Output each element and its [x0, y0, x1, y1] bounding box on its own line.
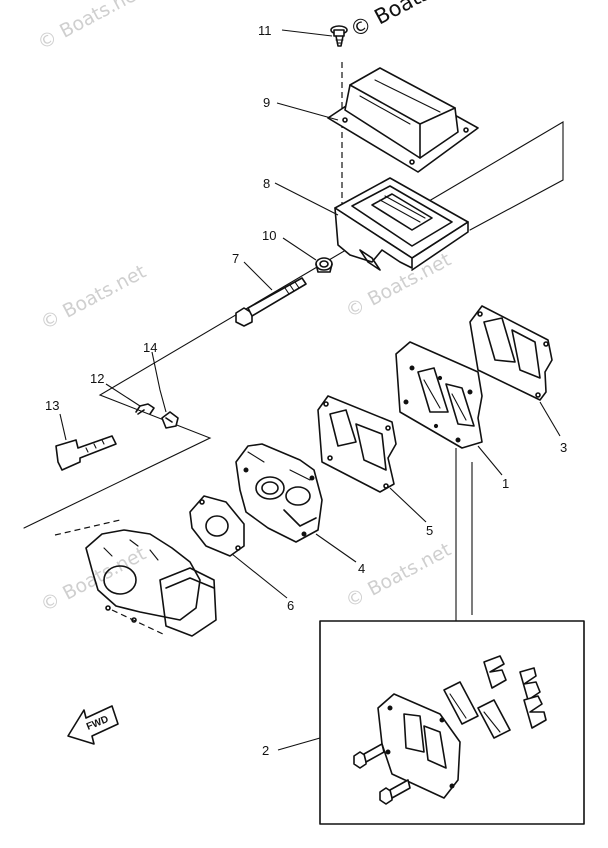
leader-1	[477, 445, 503, 476]
inset-reed-petal-2	[477, 699, 511, 739]
callout-5: 5	[426, 523, 433, 538]
inset-screw-1	[353, 751, 367, 769]
callout-11: 11	[258, 23, 272, 38]
inset-stopper-1	[483, 655, 507, 689]
inset-reed-petal-1	[443, 681, 479, 725]
part-9-cover	[327, 67, 479, 173]
leader-lines	[59, 29, 561, 751]
leader-11	[281, 29, 333, 37]
leader-14	[151, 351, 167, 413]
callouts: 11 9 8 10 7 14 12 13 3 1 5 4 6 2	[45, 23, 567, 758]
callout-7: 7	[232, 251, 239, 266]
guide-dash-left	[54, 519, 121, 536]
callout-2: 2	[262, 743, 269, 758]
callout-13: 13	[45, 398, 59, 413]
leader-12	[105, 383, 141, 407]
part-1-reed-valve	[395, 341, 483, 449]
inset-screw-2	[379, 787, 393, 805]
inset-frame	[319, 620, 585, 825]
callout-4: 4	[358, 561, 365, 576]
leader-10	[282, 237, 317, 261]
callout-6: 6	[287, 598, 294, 613]
part-3-gasket	[469, 305, 553, 401]
part-7-bolt	[235, 277, 307, 327]
callout-3: 3	[560, 440, 567, 455]
inset-kit-box	[319, 448, 585, 825]
part-14-clip	[161, 411, 179, 429]
guide-line-main	[23, 121, 564, 529]
part-10-bushing	[315, 257, 333, 273]
leader-9	[276, 102, 339, 121]
inset-stopper-3	[523, 695, 547, 729]
part-6-gasket	[189, 495, 245, 557]
part-12-clip	[135, 403, 155, 415]
callout-8: 8	[263, 176, 270, 191]
fwd-arrow: FWD	[67, 705, 119, 745]
leader-2	[277, 737, 321, 751]
callout-10: 10	[262, 228, 276, 243]
part-13-bracket	[55, 435, 117, 471]
leader-5	[389, 487, 427, 523]
callout-12: 12	[90, 371, 104, 386]
leader-6	[231, 553, 288, 599]
inset-stopper-2	[519, 667, 541, 701]
watermark-2: © Boats.net	[37, 261, 150, 335]
part-11-screw	[330, 25, 348, 47]
part-8-housing	[334, 177, 469, 271]
engine-block-phantom	[85, 529, 217, 637]
leader-7	[243, 261, 273, 291]
callout-9: 9	[263, 95, 270, 110]
watermark-top: © Boats.net	[346, 0, 470, 42]
watermark-1: © Boats.net	[34, 0, 147, 54]
part-5-gasket	[317, 395, 397, 493]
guide-lines	[23, 62, 564, 636]
leader-8	[274, 182, 339, 216]
callout-14: 14	[143, 340, 157, 355]
part-4-manifold	[235, 443, 323, 543]
callout-1: 1	[502, 476, 509, 491]
guide-dash-bottom	[111, 609, 166, 636]
leader-13	[59, 413, 67, 441]
leader-3	[539, 401, 561, 437]
leader-4	[315, 533, 357, 563]
watermark-4: © Boats.net	[37, 543, 150, 617]
